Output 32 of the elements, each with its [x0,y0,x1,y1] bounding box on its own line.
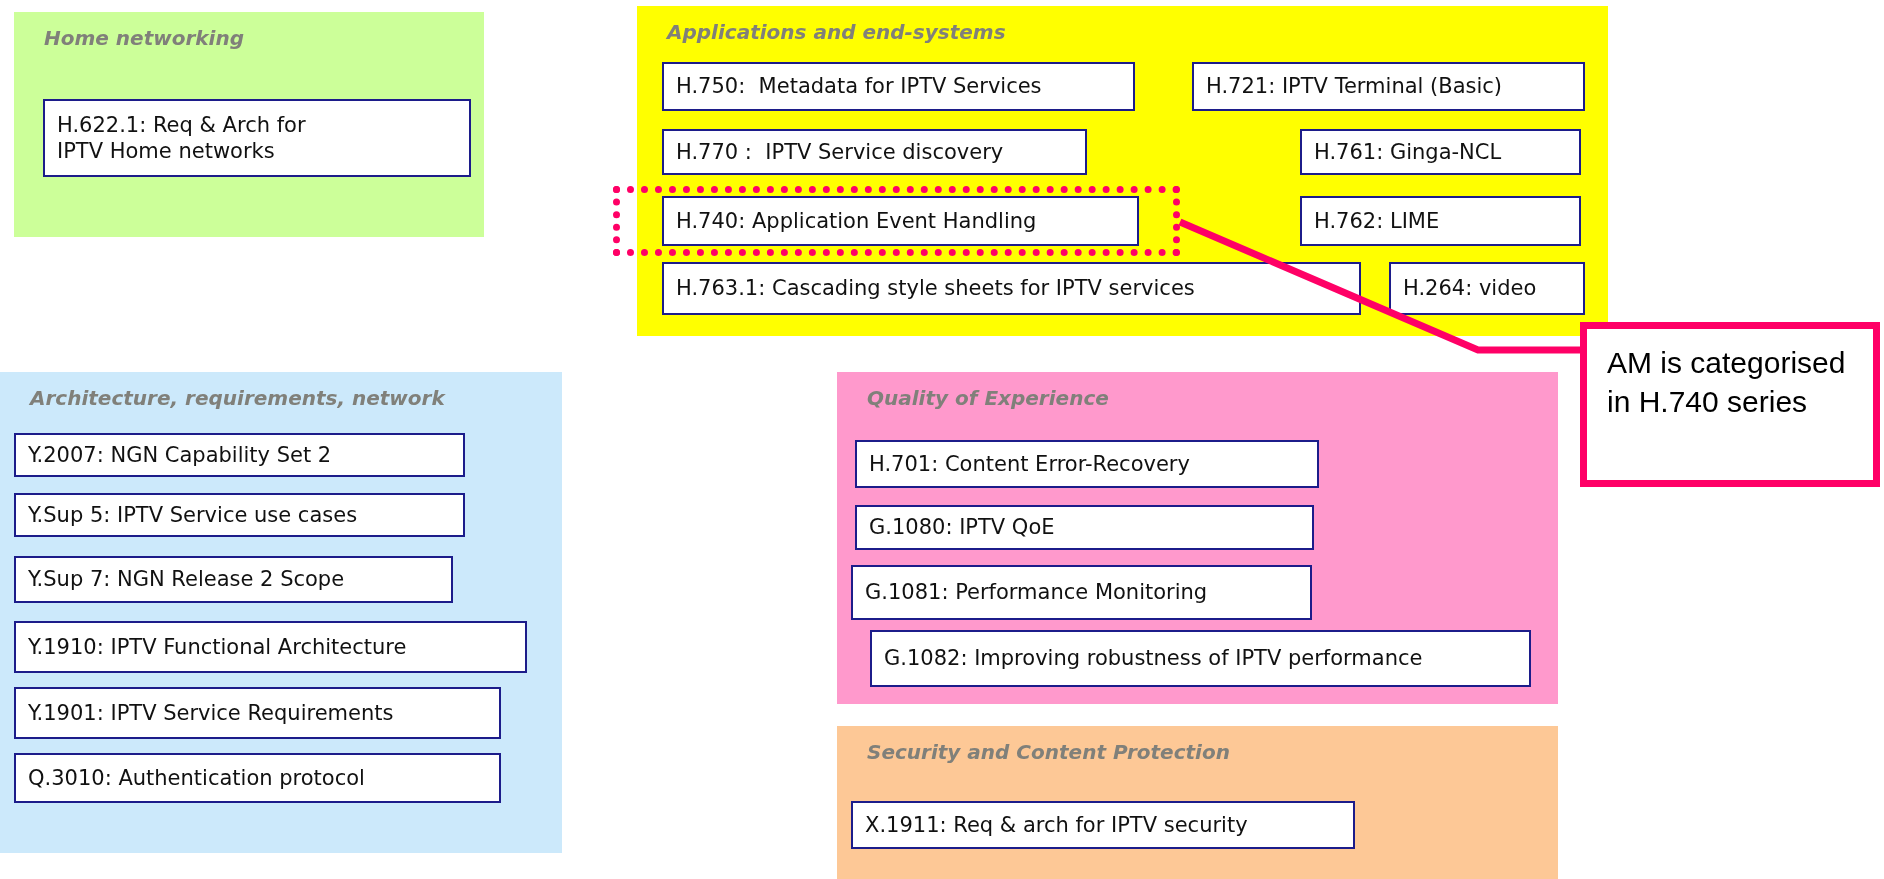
standard-box: Y.Sup 5: IPTV Service use cases [14,493,465,537]
panel-heading: Applications and end-systems [667,20,1006,44]
category-panel [14,12,484,237]
standard-box: Y.1910: IPTV Functional Architecture [14,621,527,673]
standard-box: H.750: Metadata for IPTV Services [662,62,1135,111]
standard-box: Q.3010: Authentication protocol [14,753,501,803]
standard-box: H.740: Application Event Handling [662,196,1139,246]
standard-box: H.762: LIME [1300,196,1581,246]
panel-heading: Architecture, requirements, network [30,386,445,410]
standard-box: H.701: Content Error-Recovery [855,440,1319,488]
panel-heading: Quality of Experience [867,386,1109,410]
standard-box: G.1081: Performance Monitoring [851,565,1312,620]
callout-box: AM is categorised in H.740 series [1580,322,1880,487]
standard-box: H.761: Ginga-NCL [1300,129,1581,175]
standard-box: H.721: IPTV Terminal (Basic) [1192,62,1585,111]
standard-box: H.622.1: Req & Arch for IPTV Home networks [43,99,471,177]
standard-box: Y.Sup 7: NGN Release 2 Scope [14,556,453,603]
panel-heading: Security and Content Protection [867,740,1230,764]
standard-box: G.1082: Improving robustness of IPTV performance [870,630,1531,687]
standard-box: Y.1901: IPTV Service Requirements [14,687,501,739]
standard-box: Y.2007: NGN Capability Set 2 [14,433,465,477]
panel-heading: Home networking [44,26,244,50]
standard-box: X.1911: Req & arch for IPTV security [851,801,1355,849]
standard-box: G.1080: IPTV QoE [855,505,1314,550]
category-panel [837,372,1558,704]
standard-box: H.763.1: Cascading style sheets for IPTV services [662,262,1361,315]
category-panel [0,372,562,853]
category-panel [637,6,1608,336]
category-panel [837,726,1558,879]
standard-box: H.770 : IPTV Service discovery [662,129,1087,175]
standard-box: H.264: video [1389,262,1585,315]
leader-line [1178,218,1580,354]
